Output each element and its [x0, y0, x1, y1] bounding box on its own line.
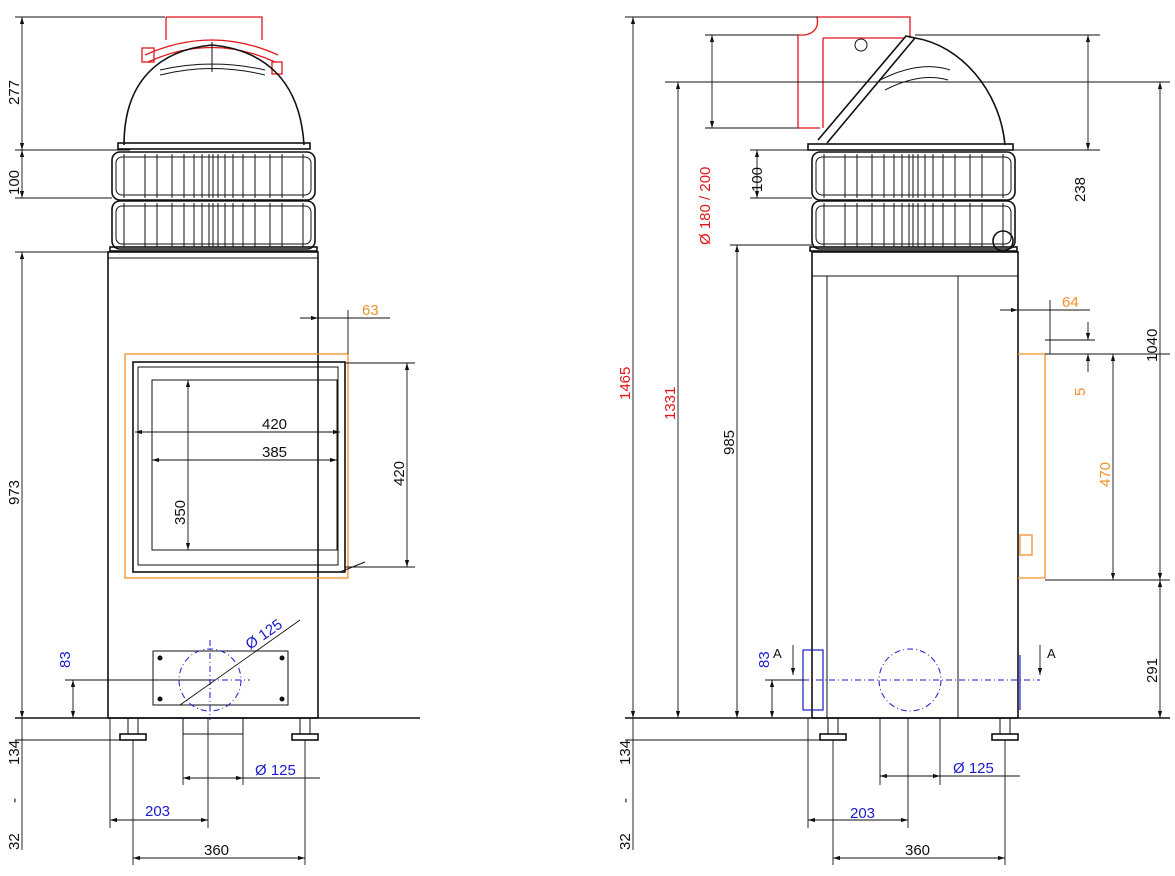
section-marker-right: A [1047, 646, 1056, 661]
dim-985: 985 [721, 430, 738, 455]
front-view: 277 100 973 134 - 32 63 420 385 350 420 … [6, 16, 420, 865]
dim-420-height: 420 [391, 461, 408, 486]
air-inlet-plate [152, 650, 289, 706]
dim-1331: 1331 [662, 387, 679, 420]
dim-134-side: 134 [617, 740, 634, 765]
dim-470: 470 [1097, 462, 1114, 487]
section-marker-left: A [773, 646, 782, 661]
dim-238: 238 [1072, 177, 1089, 202]
stove-body [107, 251, 319, 719]
dim-1465: 1465 [617, 367, 634, 400]
dim-83: 83 [57, 651, 74, 668]
heat-ring-bottom [111, 200, 316, 250]
dim-203-side: 203 [850, 805, 875, 822]
dim-outlet-diameter: Ø 125 [255, 762, 296, 779]
stove-body-side [811, 251, 1019, 719]
dim-291: 291 [1144, 658, 1161, 683]
air-inlet-circle-side [878, 648, 942, 712]
foot-left-side [819, 717, 847, 741]
door-glass [151, 379, 338, 551]
dim-32: 32 [6, 833, 23, 850]
dim-64: 64 [1062, 294, 1079, 311]
flue-connector-side [797, 16, 911, 129]
dim-420-width: 420 [262, 416, 287, 433]
dim-100: 100 [6, 170, 23, 195]
dim-flue-diameter: Ø 180 / 200 [697, 167, 714, 245]
dim-134: 134 [6, 740, 23, 765]
dim-83-side: 83 [756, 651, 773, 668]
dim-350: 350 [172, 500, 189, 525]
dim-203: 203 [145, 803, 170, 820]
dim-sep-side: - [617, 798, 634, 803]
foot-right-side [991, 717, 1019, 741]
dim-973: 973 [6, 480, 23, 505]
dim-360: 360 [204, 842, 229, 859]
dim-5: 5 [1072, 388, 1089, 396]
dim-1040: 1040 [1144, 329, 1161, 362]
door-profile [1018, 353, 1046, 579]
door-frame [124, 353, 349, 579]
dim-277: 277 [6, 80, 23, 105]
dim-100-side: 100 [749, 167, 766, 192]
foot-right [291, 717, 319, 741]
dim-63: 63 [362, 302, 379, 319]
heat-ring-bottom-side [811, 200, 1016, 250]
dim-385: 385 [262, 444, 287, 461]
dim-32-side: 32 [617, 833, 634, 850]
dim-360-side: 360 [905, 842, 930, 859]
foot-left [119, 717, 147, 741]
heat-ring-top [111, 151, 316, 201]
side-view: 1465 1331 Ø 180 / 200 100 985 238 1040 2… [617, 16, 1170, 865]
dim-sep: - [6, 798, 23, 803]
dim-outlet-diameter-side: Ø 125 [953, 760, 994, 777]
heat-ring-top-side [811, 151, 1016, 201]
